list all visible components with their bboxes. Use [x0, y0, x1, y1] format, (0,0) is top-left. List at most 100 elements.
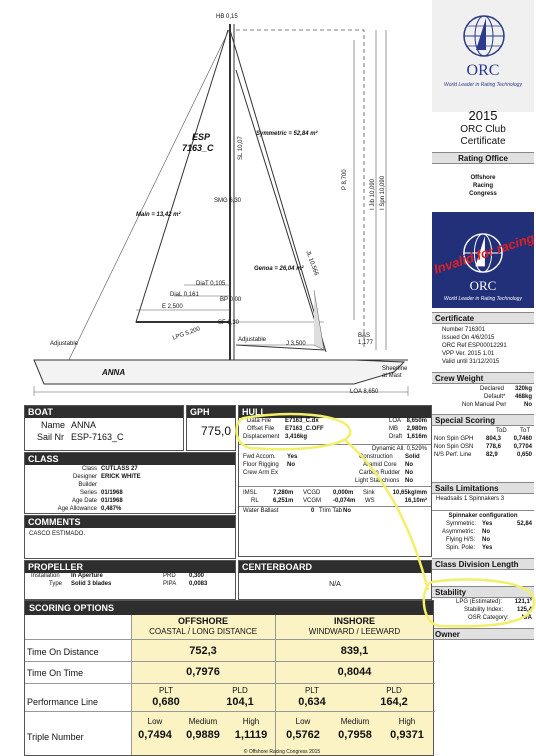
installation-label: Installation: [31, 573, 60, 579]
age-allowance-value: 0,487%: [101, 506, 122, 512]
pld-inshore: 164,2: [380, 696, 408, 708]
offshore-title: OFFSHORE: [177, 616, 228, 626]
series-value: 01/1968: [101, 490, 123, 496]
water-ballast-value: 0: [311, 508, 315, 514]
sl-label: SL 10,07: [238, 136, 244, 160]
smg-label: SMG 6,30: [214, 198, 242, 204]
scoring-header: SCORING OPTIONS: [25, 601, 433, 615]
pl-label: Performance Line: [27, 697, 99, 707]
tn-in-high: 0,9371: [390, 729, 424, 741]
loa-value: 8,650m: [406, 418, 427, 424]
genoa-area: Genoa = 26,04 m²: [254, 266, 304, 272]
vcgm-value: -0,074m: [333, 498, 356, 504]
orc-logo-text: ORC: [466, 62, 500, 79]
tod-inshore: 839,1: [340, 645, 369, 657]
prd-value: 0,300: [189, 573, 205, 579]
age-date-value: 01/1968: [101, 498, 123, 504]
fwd-accom-label: Fwd Accom.: [243, 454, 276, 460]
boat-name-label: Name: [41, 420, 66, 430]
drawing-sail-nr: 7163_C: [182, 143, 214, 153]
certificate-info: Number 716301 Issued On 4/6/2015 ORC Ref…: [442, 326, 532, 366]
scoring-col-divider: [275, 615, 276, 755]
pld-off-label: PLD: [232, 686, 248, 695]
ws-value: 16,10m²: [404, 498, 427, 504]
right-column: ORC World Leader in Rating Technology 20…: [432, 0, 534, 756]
crew-arm-label: Crew Arm Ex: [243, 470, 279, 476]
comments-text: CASCO ESTIMADO.: [29, 531, 86, 537]
water-ballast-label: Water Ballast: [243, 508, 279, 514]
hull-divider-3: [239, 506, 431, 507]
crew-weight-header: Crew Weight: [432, 372, 534, 384]
hb-label: HB 0,15: [216, 14, 238, 20]
tn-off-medium: 0,9889: [186, 729, 220, 741]
hull-section: HULL Data File E7163_C.dx LOA 8,650m Off…: [238, 405, 432, 557]
offshore-subtitle: COASTAL / LONG DISTANCE: [149, 627, 257, 636]
tot-label: Time On Time: [27, 668, 84, 678]
mb-value: 2,980m: [406, 426, 427, 432]
rating-office-2: Racing: [472, 183, 493, 189]
light-stanchions-label: Light Stanchions: [355, 478, 400, 484]
draft-value: 1,616m: [406, 434, 427, 440]
tn-label: Triple Number: [27, 732, 84, 742]
p-label: P 8,700: [342, 169, 348, 190]
class-label: Class: [81, 466, 97, 472]
sf-label: SF 6,30: [218, 320, 240, 326]
plt-offshore: 0,680: [152, 696, 180, 708]
sail-nr: ESP-7163_C: [71, 432, 124, 442]
floor-rigging-value: No: [287, 462, 295, 468]
bp-label: BP 0,00: [220, 297, 242, 303]
orc-tagline-2: World Leader in Rating Technology: [444, 296, 522, 302]
tn-in-high-label: High: [398, 717, 416, 726]
cert-valid: Valid until 31/12/2015: [442, 359, 500, 365]
rating-office-1: Offshore: [470, 175, 496, 181]
tn-in-medium: 0,7958: [338, 729, 372, 741]
comments-header: COMMENTS: [25, 516, 235, 528]
cert-title-1: ORC Club: [460, 124, 506, 135]
diat-label: DiaT 0,105: [196, 281, 226, 287]
plt-inshore: 0,634: [298, 696, 326, 708]
cert-number: Number 716301: [442, 327, 486, 333]
scoring-label-divider: [131, 615, 132, 755]
scoring-line-3: [25, 683, 435, 684]
comments-section: COMMENTS CASCO ESTIMADO.: [24, 515, 236, 559]
cert-vpp: VPP Ver. 2015 1.01: [442, 351, 495, 357]
boat-name: ANNA: [71, 420, 97, 430]
scoring-line-4: [25, 711, 435, 712]
hull-divider-1: [239, 444, 431, 445]
floor-rigging-label: Floor Rigging: [243, 462, 279, 468]
boat-section: BOAT Name ANNA Sail Nr ESP-7163_C: [24, 405, 184, 451]
propeller-section: PROPELLER Installation In Aperture PRD 0…: [24, 560, 236, 600]
boat-header: BOAT: [25, 406, 183, 418]
imsl-value: 7,280m: [273, 490, 294, 496]
pld-in-label: PLD: [386, 686, 402, 695]
carbon-rudder-value: No: [405, 470, 413, 476]
plt-in-label: PLT: [304, 686, 320, 695]
tn-in-medium-label: Medium: [340, 717, 370, 726]
cert-issued: Issued On 4/6/2015: [442, 335, 495, 341]
ws-label: WS: [365, 498, 375, 504]
sail-nr-label: Sail Nr: [37, 432, 65, 442]
symmetric-area: Symmetric = 52,84 m²: [256, 131, 318, 137]
loa-label: LOA 8,650: [350, 389, 379, 395]
fwd-accom-value: Yes: [287, 454, 298, 460]
draft-label: Draft: [389, 434, 403, 440]
tot-inshore: 0,8044: [337, 666, 372, 678]
construction-label: Construction: [359, 454, 393, 460]
rl-label: RL: [251, 498, 259, 504]
type-value: Solid 3 blades: [71, 581, 112, 587]
main-area: Main = 13,42 m²: [136, 212, 181, 218]
pipa-value: 0,0083: [189, 581, 208, 587]
orc-tagline: World Leader in Rating Technology: [444, 82, 522, 88]
adjustable-right: Adjustable: [238, 337, 267, 343]
propeller-header: PROPELLER: [25, 561, 235, 573]
offset-file-value: E7163_C.OFF: [285, 426, 324, 432]
pipa-label: PIPA: [163, 581, 177, 587]
dial-label: DiaL 0,161: [170, 292, 199, 298]
data-file-label: Data File: [247, 418, 272, 424]
scoring-highlight-bg: [131, 615, 433, 755]
pld-offshore: 104,1: [226, 696, 254, 708]
series-label: Series: [79, 490, 97, 496]
age-allowance-label: Age Allowance: [57, 506, 97, 512]
tn-off-high: 1,1119: [234, 729, 268, 741]
